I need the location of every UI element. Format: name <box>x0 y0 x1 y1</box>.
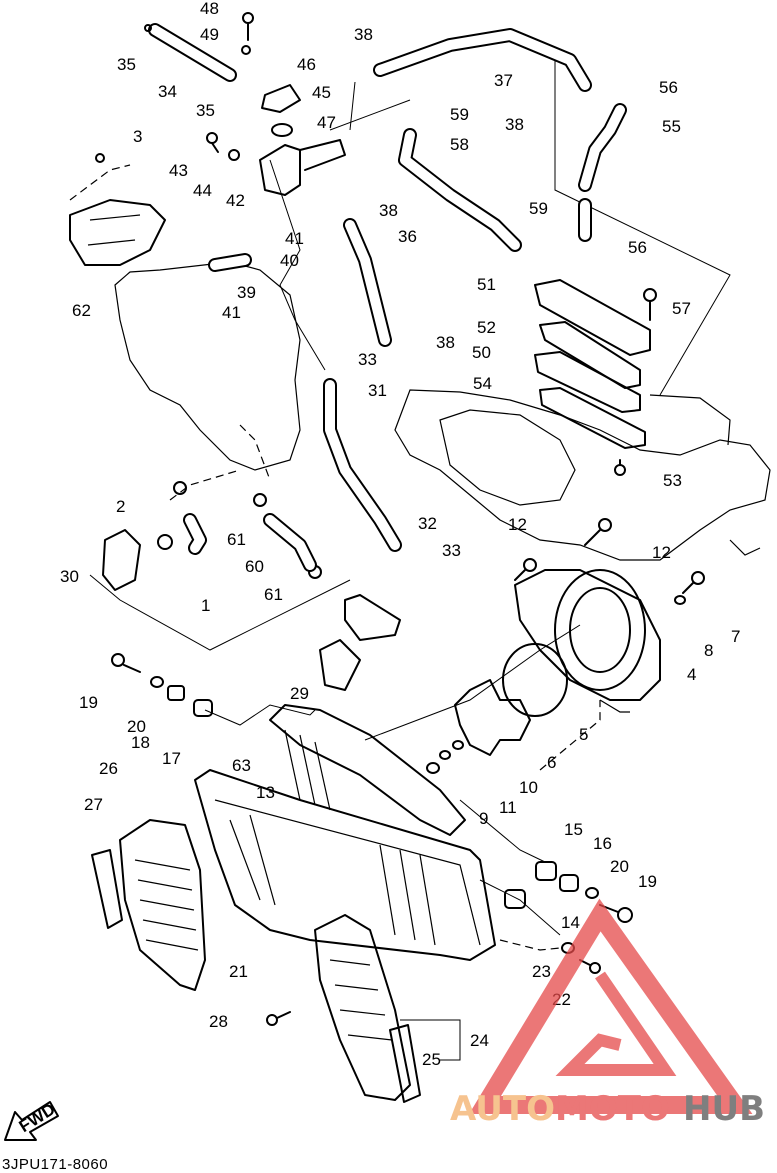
callout-50: 50 <box>472 343 491 362</box>
fan-assembly <box>454 569 661 756</box>
callout-41: 41 <box>222 303 241 322</box>
hoses <box>148 23 627 572</box>
callout-6: 6 <box>547 753 556 772</box>
callout-24: 24 <box>470 1031 489 1050</box>
watermark-text-hub: HUB <box>683 1089 765 1129</box>
callout-20: 20 <box>610 857 629 876</box>
callout-20: 20 <box>127 717 146 736</box>
callout-11: 11 <box>499 798 517 817</box>
head-cover-set <box>534 279 651 449</box>
callout-56: 56 <box>628 238 647 257</box>
callout-47: 47 <box>317 113 336 132</box>
callout-38: 38 <box>505 115 524 134</box>
diagram-code: 3JPU171-8060 <box>2 1156 109 1173</box>
callout-labels: 48 49 35 34 35 46 45 47 38 37 56 55 59 3… <box>60 0 740 1069</box>
callout-38: 38 <box>436 333 455 352</box>
fasteners <box>95 12 705 1026</box>
callout-35: 35 <box>196 101 215 120</box>
callout-44: 44 <box>193 181 212 200</box>
callout-51: 51 <box>477 275 496 294</box>
callout-19: 19 <box>638 872 657 891</box>
callout-59: 59 <box>529 199 548 218</box>
callout-29: 29 <box>290 684 309 703</box>
fittings <box>102 481 401 691</box>
callout-55: 55 <box>662 117 681 136</box>
callout-14: 14 <box>561 913 580 932</box>
callout-63: 63 <box>232 756 251 775</box>
callout-42: 42 <box>226 191 245 210</box>
callout-33: 33 <box>442 541 461 560</box>
callout-16: 16 <box>593 834 612 853</box>
callout-57: 57 <box>672 299 691 318</box>
callout-7: 7 <box>731 627 740 646</box>
callout-31: 31 <box>368 381 387 400</box>
callout-35: 35 <box>117 55 136 74</box>
callout-41: 41 <box>285 229 304 248</box>
callout-43: 43 <box>169 161 188 180</box>
callout-39: 39 <box>237 283 256 302</box>
callout-53: 53 <box>663 471 682 490</box>
callout-15: 15 <box>564 820 583 839</box>
bracket-62 <box>69 199 166 266</box>
callout-36: 36 <box>398 227 417 246</box>
callout-5: 5 <box>579 725 588 744</box>
callout-27: 27 <box>84 795 103 814</box>
callout-61: 61 <box>264 585 283 604</box>
thermostat-housing <box>259 84 346 196</box>
callout-30: 30 <box>60 567 79 586</box>
callout-62: 62 <box>72 301 91 320</box>
fwd-arrow: FWD <box>4 1099 59 1141</box>
callout-9: 9 <box>479 809 488 828</box>
callout-2: 2 <box>116 497 125 516</box>
callout-12: 12 <box>652 543 671 562</box>
callout-37: 37 <box>494 71 513 90</box>
callout-4: 4 <box>687 665 696 684</box>
callout-61: 61 <box>227 530 246 549</box>
callout-8: 8 <box>704 641 713 660</box>
callout-52: 52 <box>477 318 496 337</box>
callout-45: 45 <box>312 83 331 102</box>
callout-17: 17 <box>162 749 181 768</box>
callout-1: 1 <box>201 596 210 615</box>
callout-40: 40 <box>280 251 299 270</box>
callout-60: 60 <box>245 557 264 576</box>
callout-3: 3 <box>133 127 142 146</box>
watermark-logo: AUTO MOTO HUB <box>450 898 765 1129</box>
callout-12: 12 <box>508 515 527 534</box>
callout-59: 59 <box>450 105 469 124</box>
radiator <box>194 769 496 961</box>
callout-21: 21 <box>229 962 248 981</box>
assembly-lines <box>69 60 731 1061</box>
side-cover-right <box>314 914 421 1103</box>
callout-18: 18 <box>131 733 150 752</box>
callout-23: 23 <box>532 962 551 981</box>
watermark-text-auto: AUTO <box>450 1089 555 1129</box>
watermark-text-moto: MOTO <box>555 1089 670 1129</box>
callout-25: 25 <box>422 1050 441 1069</box>
callout-13: 13 <box>256 783 275 802</box>
callout-19: 19 <box>79 693 98 712</box>
callout-32: 32 <box>418 514 437 533</box>
callout-26: 26 <box>99 759 118 778</box>
callout-38: 38 <box>354 25 373 44</box>
callout-54: 54 <box>473 374 492 393</box>
callout-56: 56 <box>659 78 678 97</box>
callout-46: 46 <box>297 55 316 74</box>
fan-shroud <box>269 704 466 836</box>
callout-33: 33 <box>358 350 377 369</box>
callout-34: 34 <box>158 82 177 101</box>
side-cover-left <box>91 819 206 991</box>
callout-58: 58 <box>450 135 469 154</box>
callout-28: 28 <box>209 1012 228 1031</box>
callout-10: 10 <box>519 778 538 797</box>
callout-48: 48 <box>200 0 219 18</box>
callout-49: 49 <box>200 25 219 44</box>
callout-38: 38 <box>379 201 398 220</box>
